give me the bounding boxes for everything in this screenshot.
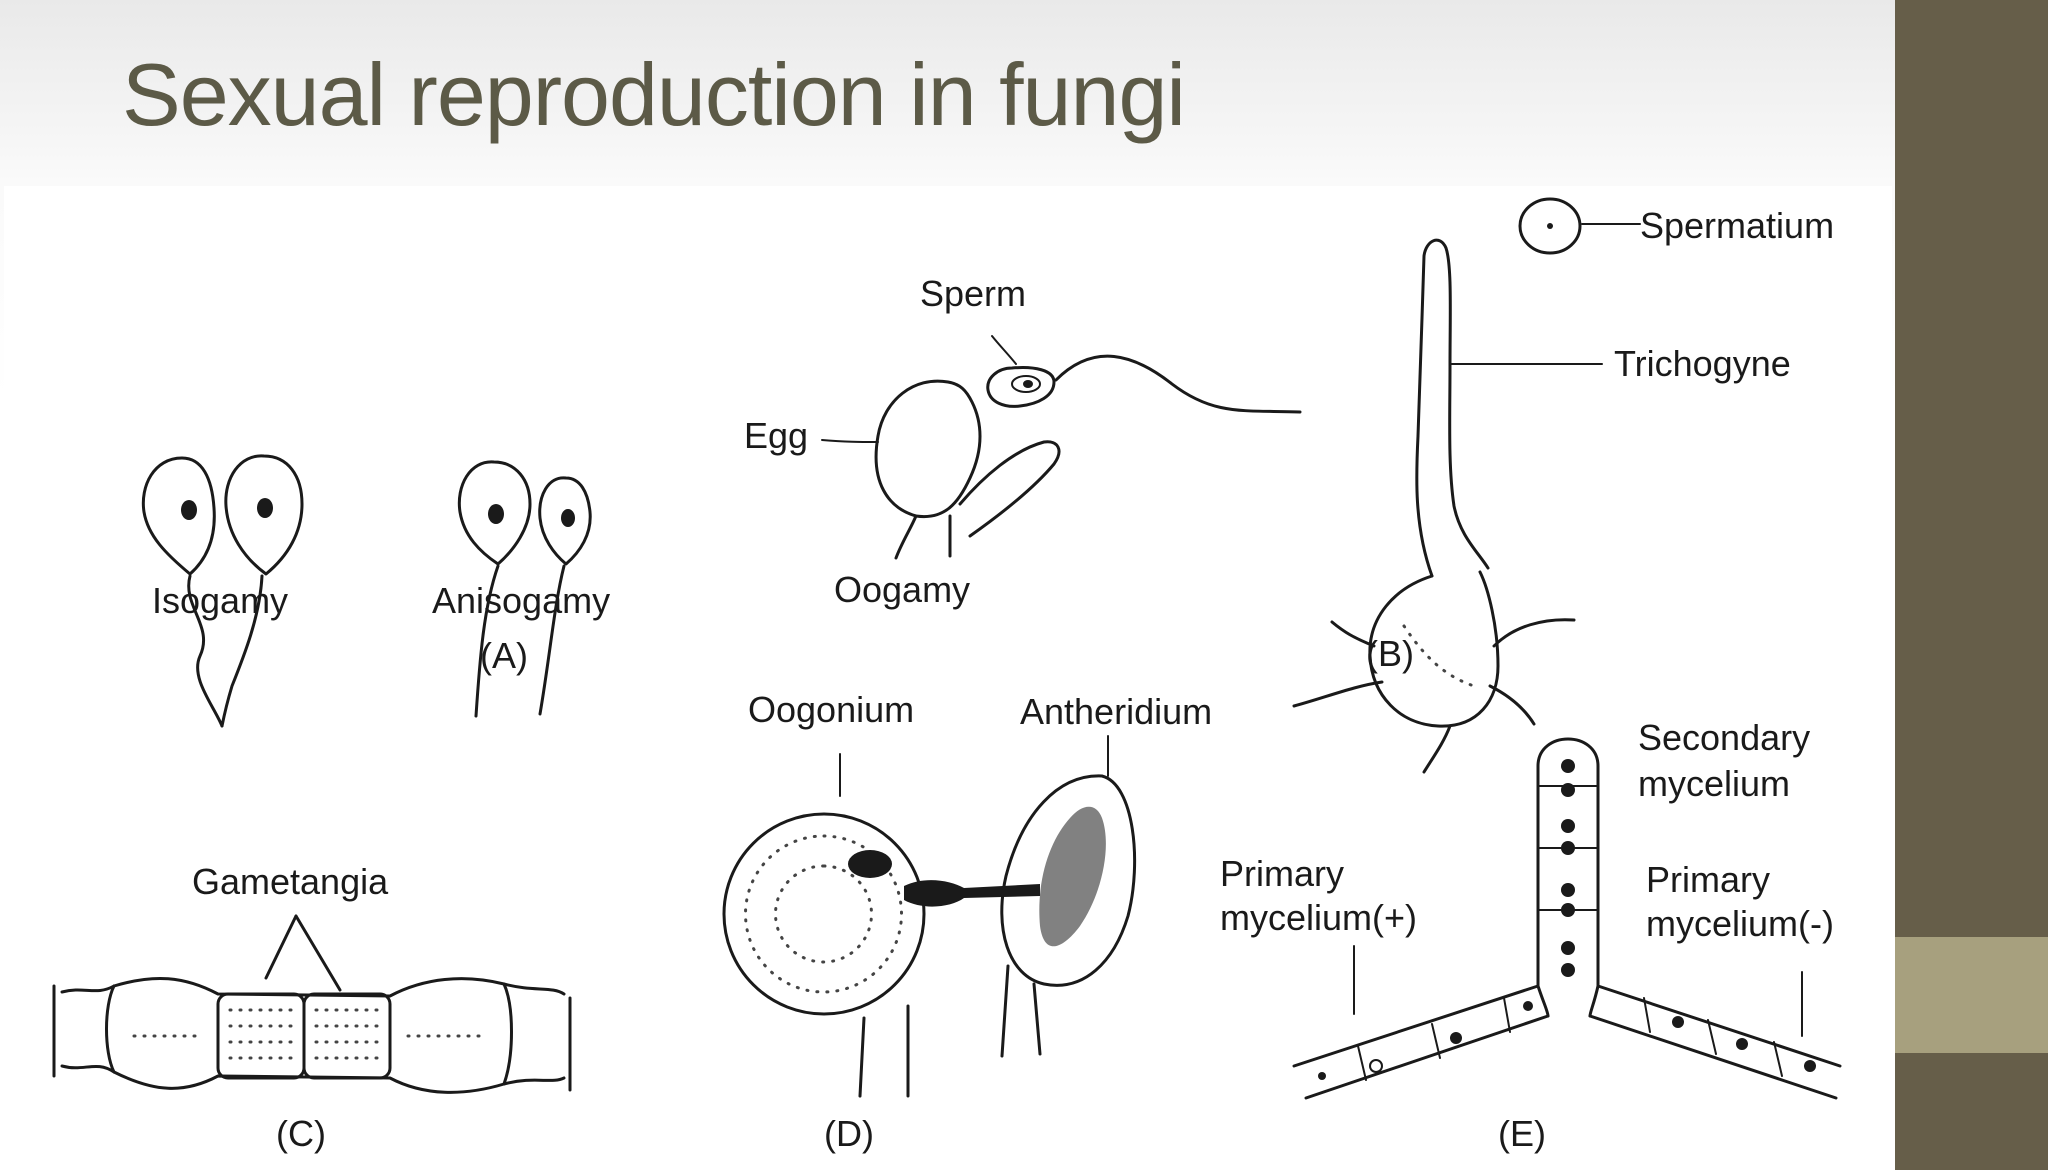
spermatium-trichogyne-structure	[1292, 197, 1641, 774]
fungi-reproduction-figure: Isogamy Anisogamy (A) Sperm Egg Oogamy	[4, 186, 1892, 1170]
label-primary-plus-2: mycelium(+)	[1220, 897, 1417, 938]
slide-title: Sexual reproduction in fungi	[122, 45, 1186, 144]
panel-tag-e: (E)	[1498, 1113, 1546, 1154]
isogamy-gametes	[141, 454, 304, 728]
label-gametangia: Gametangia	[192, 861, 389, 902]
label-primary-plus-1: Primary	[1220, 853, 1344, 894]
label-primary-minus-2: mycelium(-)	[1646, 903, 1834, 944]
label-sperm: Sperm	[920, 273, 1026, 314]
label-trichogyne: Trichogyne	[1614, 343, 1791, 384]
label-egg: Egg	[744, 415, 808, 456]
decorative-sidebar-accent	[1895, 937, 2048, 1053]
label-primary-minus-1: Primary	[1646, 859, 1770, 900]
anisogamy-gametes	[457, 460, 592, 718]
label-secondary-2: mycelium	[1638, 763, 1790, 804]
gametangia-structure	[52, 914, 572, 1094]
label-isogamy: Isogamy	[152, 580, 288, 621]
diagram-svg: Isogamy Anisogamy (A) Sperm Egg Oogamy	[52, 197, 1842, 1154]
label-antheridium: Antheridium	[1020, 691, 1212, 732]
label-oogamy: Oogamy	[834, 569, 970, 610]
label-secondary-1: Secondary	[1638, 717, 1810, 758]
label-oogonium: Oogonium	[748, 689, 914, 730]
panel-tag-b: (B)	[1366, 633, 1414, 674]
panel-tag-d: (D)	[824, 1113, 874, 1154]
label-anisogamy: Anisogamy	[432, 580, 610, 621]
panel-tag-a: (A)	[480, 635, 528, 676]
oogonium-antheridium-structure	[722, 735, 1137, 1098]
oogamy-structure	[821, 335, 1302, 560]
label-spermatium: Spermatium	[1640, 205, 1834, 246]
panel-tag-c: (C)	[276, 1113, 326, 1154]
mycelium-structure	[1292, 737, 1842, 1100]
